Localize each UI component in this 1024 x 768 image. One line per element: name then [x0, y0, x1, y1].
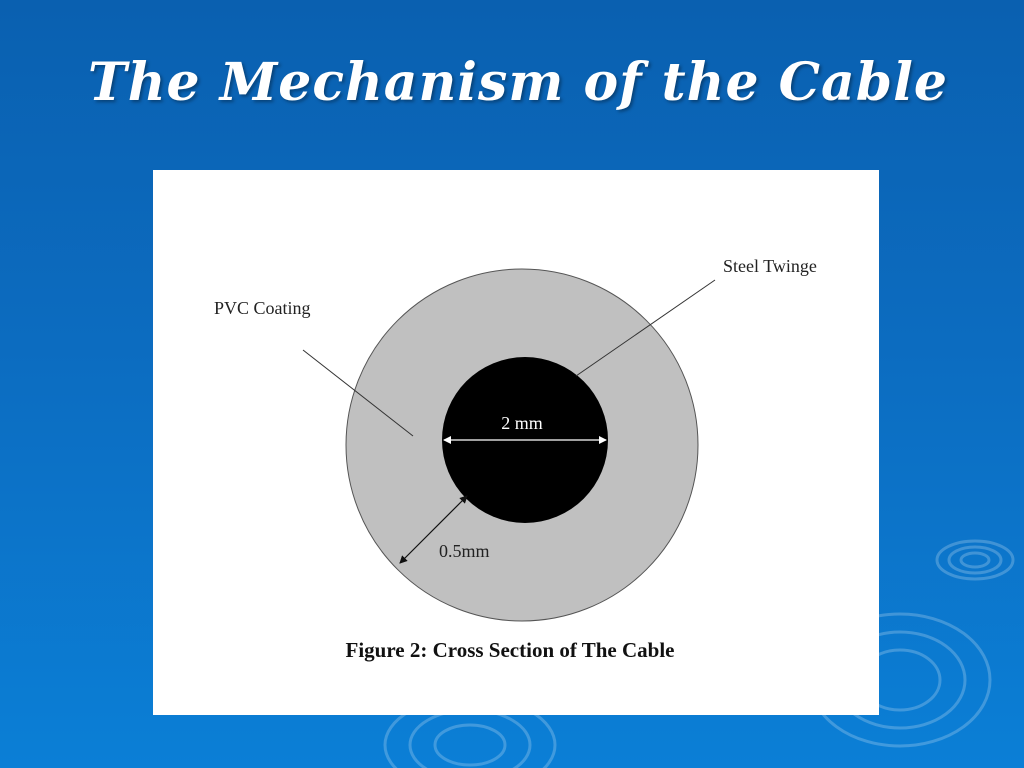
- cable-cross-section-diagram: Steel Twinge PVC Coating 2 mm 0.5mm Figu…: [214, 256, 817, 662]
- diameter-label: 2 mm: [501, 413, 543, 433]
- figure-panel: Steel Twinge PVC Coating 2 mm 0.5mm Figu…: [153, 170, 879, 715]
- thickness-arrow: [399, 495, 468, 564]
- pvc-leader-line: [302, 349, 414, 437]
- figure-caption: Figure 2: Cross Section of The Cable: [346, 638, 675, 662]
- slide-title: The Mechanism of the Cable: [88, 52, 948, 113]
- steel-twinge-label: Steel Twinge: [723, 256, 817, 276]
- pvc-coating-label: PVC Coating: [214, 298, 311, 318]
- thickness-label: 0.5mm: [439, 541, 490, 561]
- steel-leader-line: [575, 279, 716, 377]
